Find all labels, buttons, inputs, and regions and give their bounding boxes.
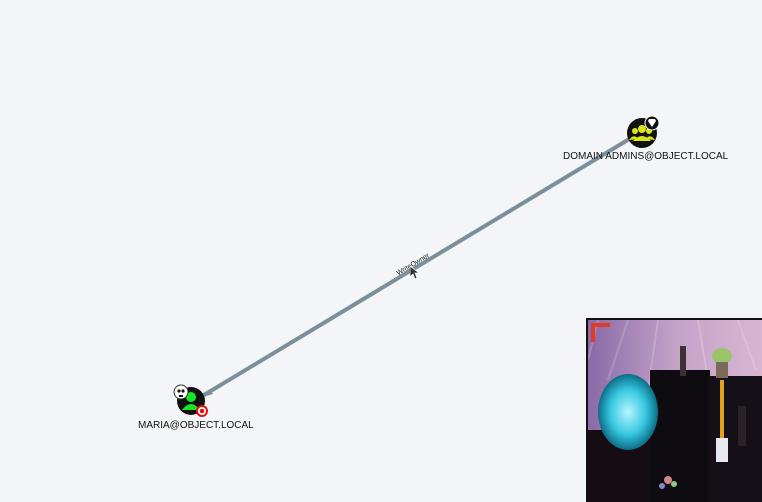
webcam-overlay <box>586 318 762 502</box>
node-label-domain-admins: DOMAIN ADMINS@OBJECT.LOCAL <box>563 151 729 162</box>
node-maria[interactable] <box>173 384 208 417</box>
group-icon <box>629 125 655 141</box>
skull-icon <box>173 384 189 400</box>
node-domain-admins[interactable] <box>627 115 660 148</box>
node-label-maria: MARIA@OBJECT.LOCAL <box>138 420 254 431</box>
edge-line[interactable] <box>197 133 638 400</box>
target-icon <box>196 405 208 417</box>
mouse-cursor-icon <box>410 266 420 280</box>
webcam-feed <box>588 320 762 502</box>
user-icon <box>182 392 200 410</box>
recording-corner-icon <box>591 323 610 342</box>
gem-icon <box>644 115 660 131</box>
